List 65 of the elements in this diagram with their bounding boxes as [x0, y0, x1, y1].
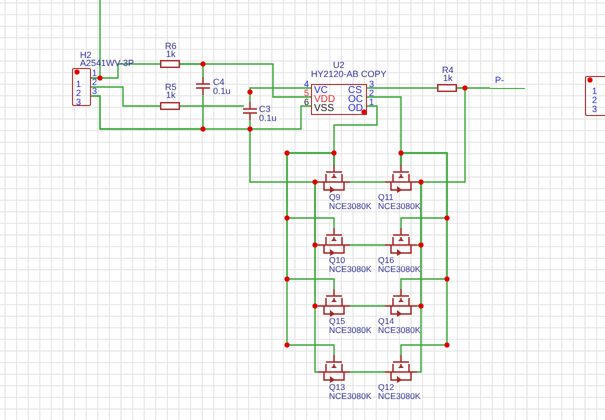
wire — [286, 152, 335, 289]
wire — [350, 244, 385, 246]
pin-number: 2 — [92, 78, 98, 87]
part-label: C4 — [213, 78, 225, 87]
part-label: Q10 — [329, 256, 346, 265]
net-label: P- — [495, 76, 504, 85]
part-value: NCE3080K — [329, 392, 372, 401]
part-label: R6 — [165, 42, 177, 51]
pin-name: VC — [314, 86, 328, 96]
part-value: HY2120-AB COPY — [311, 70, 387, 79]
wire — [180, 63, 311, 98]
part-value: NCE3080K — [378, 392, 421, 401]
wire — [91, 95, 204, 130]
part-value: NCE3080K — [378, 326, 421, 335]
part-label: Q9 — [329, 193, 340, 202]
part-value: NCE3080K — [329, 202, 372, 211]
part-label: Q11 — [378, 193, 394, 202]
wire — [91, 86, 160, 107]
wire — [367, 87, 437, 89]
pin-number: 4 — [304, 80, 310, 89]
part-label: Q14 — [378, 317, 394, 326]
pin-number: 1 — [592, 87, 598, 96]
part-value: 1k — [166, 91, 176, 100]
pin-name: VDD — [314, 95, 336, 105]
part-value: NCE3080K — [329, 326, 372, 335]
pin-name: CS — [348, 86, 362, 96]
part-value: 0.1u — [213, 87, 231, 96]
pin-name: VSS — [314, 104, 334, 114]
part-label: Q12 — [378, 383, 394, 392]
part-label: Q13 — [329, 383, 346, 392]
pin-number: 2 — [369, 89, 374, 98]
part-value: 0.1u — [259, 114, 277, 123]
part-label: U2 — [333, 61, 345, 70]
part-label: R5 — [165, 83, 177, 92]
wire — [350, 305, 385, 307]
wire — [249, 87, 311, 102]
pin-number: 5 — [304, 89, 310, 98]
pin-number: 1 — [76, 80, 82, 89]
pin-number: 3 — [92, 87, 98, 96]
part-label: C3 — [259, 105, 271, 114]
part-value: 1k — [443, 74, 453, 83]
pin-name: OD — [348, 104, 363, 114]
net-label-line — [490, 76, 525, 89]
pin-number: 2 — [76, 89, 82, 98]
wire — [91, 0, 101, 79]
part-label: H2 — [80, 51, 92, 60]
pin-number: 6 — [304, 98, 310, 107]
wire — [314, 181, 318, 307]
wire — [180, 105, 244, 107]
wire — [417, 181, 422, 307]
pin-number: 3 — [592, 105, 598, 114]
pin-number: 2 — [592, 96, 598, 105]
part-value: 1k — [166, 50, 176, 59]
part-label: Q16 — [378, 256, 394, 265]
wire — [350, 181, 385, 183]
pin-number: 1 — [369, 98, 374, 107]
pin-number: 3 — [76, 98, 82, 107]
pin-number: 1 — [92, 69, 98, 78]
wire — [350, 371, 385, 373]
part-label: Q15 — [329, 317, 346, 326]
pin-name: OC — [348, 95, 363, 105]
part-label: R4 — [442, 66, 454, 75]
wire — [400, 152, 448, 289]
part-value: NCE3080K — [329, 265, 372, 274]
pin-number: 3 — [369, 80, 374, 89]
